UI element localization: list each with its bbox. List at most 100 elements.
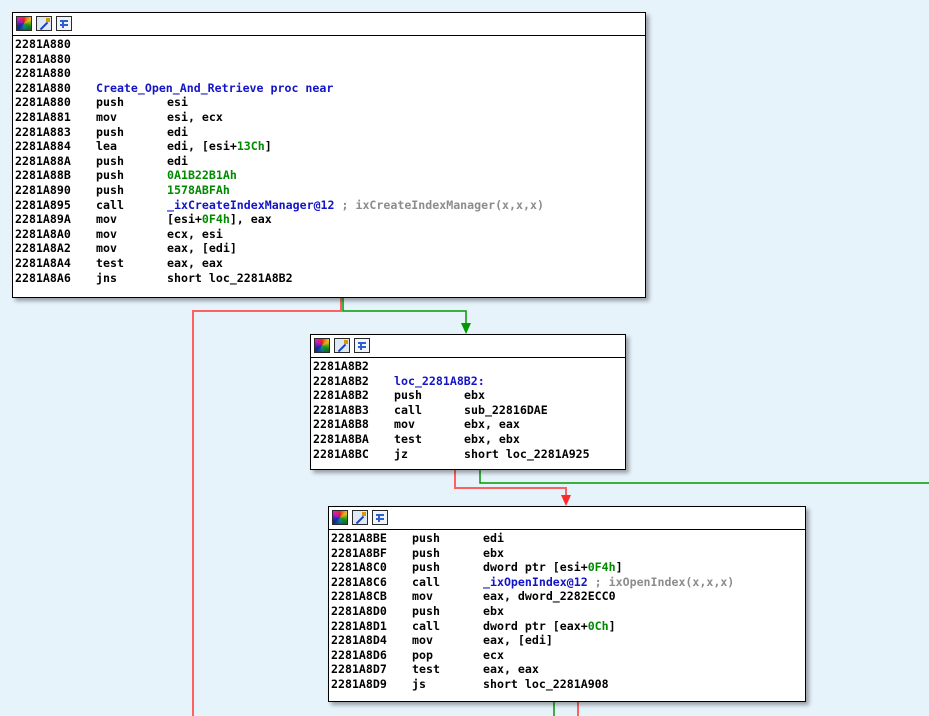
code-comment: ; ixOpenIndex(x,x,x) <box>587 574 735 589</box>
immediate-value: 13Ch <box>236 139 265 154</box>
code-label[interactable]: Create_Open_And_Retrieve proc near <box>96 80 334 95</box>
node-color-icon[interactable] <box>332 510 348 525</box>
operand-suffix: ], eax <box>229 212 272 227</box>
immediate-value: 0F4h <box>587 560 616 575</box>
instruction-mnemonic: mov <box>96 241 117 256</box>
instruction-operands: edi, [esi+13Ch] <box>167 139 272 154</box>
immediate-value: 0Ch <box>587 618 609 633</box>
instruction-operands: ecx, esi <box>167 227 223 242</box>
disasm-line[interactable]: 2281A880 <box>15 66 645 81</box>
node-color-icon[interactable] <box>314 338 330 353</box>
instruction-operands: ecx <box>483 648 504 663</box>
instruction-address: 2281A8A2 <box>15 241 71 256</box>
instruction-operands: eax, [edi] <box>483 633 553 648</box>
group-nodes-icon[interactable] <box>372 510 388 525</box>
instruction-address: 2281A881 <box>15 109 71 124</box>
instruction-address: 2281A880 <box>15 95 71 110</box>
instruction-operands: edi <box>167 154 188 169</box>
disasm-line[interactable]: 2281A8B2 <box>313 359 625 374</box>
node-toolbar <box>13 13 645 36</box>
group-nodes-icon[interactable] <box>56 16 72 31</box>
instruction-operands: short loc_2281A8B2 <box>167 271 293 286</box>
instruction-address: 2281A8BA <box>313 431 369 446</box>
rename-node-icon[interactable] <box>334 338 350 353</box>
instruction-mnemonic: push <box>96 153 124 168</box>
instruction-operands: ebx, ebx <box>464 432 520 447</box>
edge-false-n1 <box>192 296 342 716</box>
call-target-label[interactable]: _ixOpenIndex@12 <box>483 574 588 589</box>
instruction-mnemonic: js <box>412 676 426 691</box>
instruction-address: 2281A8D1 <box>331 618 387 633</box>
operand-text: edi <box>483 531 504 545</box>
instruction-operands: eax, [edi] <box>167 241 237 256</box>
instruction-mnemonic: push <box>412 560 440 575</box>
instruction-mnemonic: call <box>394 402 422 417</box>
operand-text: short loc_2281A925 <box>464 446 590 461</box>
instruction-mnemonic: mov <box>412 589 433 604</box>
operand-text: dword ptr [eax+ <box>483 618 588 633</box>
instruction-operands: dword ptr [esi+0F4h] <box>483 560 623 575</box>
disasm-line[interactable]: 2281A8C0 push dword ptr [esi+0F4h] <box>331 560 805 575</box>
group-nodes-icon[interactable] <box>354 338 370 353</box>
instruction-address: 2281A8C0 <box>331 560 387 575</box>
instruction-address: 2281A8B2 <box>313 388 369 403</box>
disasm-line[interactable]: 2281A8A2 mov eax, [edi] <box>15 241 645 256</box>
operand-text: edi <box>167 124 188 139</box>
code-label[interactable]: loc_2281A8B2: <box>394 373 485 388</box>
disasm-line[interactable]: 2281A880 <box>15 52 645 67</box>
operand-text: esi <box>167 95 188 110</box>
call-target-label[interactable]: _ixCreateIndexManager@12 <box>167 197 335 212</box>
instruction-mnemonic: call <box>412 618 440 633</box>
instruction-operands: short loc_2281A925 <box>464 447 590 462</box>
instruction-address: 2281A88B <box>15 168 71 183</box>
instruction-mnemonic: push <box>96 168 124 183</box>
rename-node-icon[interactable] <box>36 16 52 31</box>
edge-arrow-n3 <box>561 495 571 506</box>
instruction-operands: eax, eax <box>167 256 223 271</box>
node-color-icon[interactable] <box>16 16 32 31</box>
instruction-address: 2281A880 <box>15 80 71 95</box>
rename-node-icon[interactable] <box>352 510 368 525</box>
instruction-operands: edi <box>167 125 188 140</box>
instruction-address: 2281A8D4 <box>331 633 387 648</box>
disasm-line[interactable]: 2281A880 Create_Open_And_Retrieve proc ne… <box>15 81 645 96</box>
instruction-operands: ebx <box>483 604 504 619</box>
disasm-line[interactable]: 2281A880 <box>15 37 645 52</box>
instruction-mnemonic: call <box>412 574 440 589</box>
instruction-address: 2281A8B2 <box>313 359 369 373</box>
instruction-address: 2281A8D6 <box>331 647 387 662</box>
instruction-address: 2281A8A4 <box>15 255 71 270</box>
